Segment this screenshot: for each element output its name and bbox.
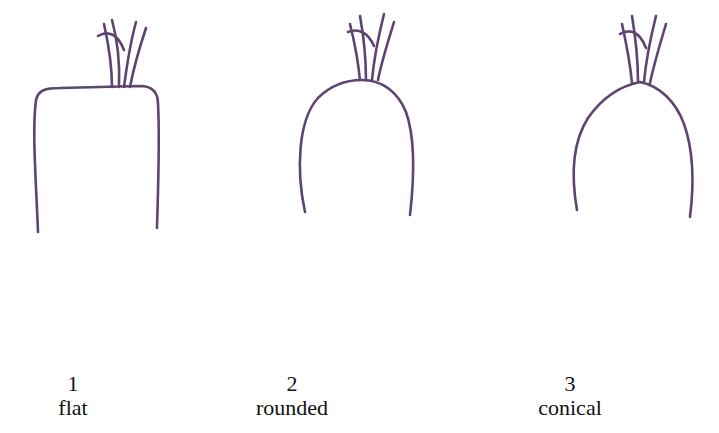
shape-name: flat <box>58 396 87 420</box>
conical-root-leaves <box>620 16 666 83</box>
conical-root-outline <box>574 82 693 217</box>
shape-name: conical <box>538 396 602 420</box>
shape-name: rounded <box>256 396 328 420</box>
rounded-root-leaves <box>348 14 394 80</box>
flat-root-outline <box>34 86 159 232</box>
callout-number: 2 <box>287 372 298 396</box>
callout-number: 1 <box>68 372 79 396</box>
flat-root-leaves <box>98 20 146 87</box>
rounded-root-outline <box>300 80 413 215</box>
callout-number: 3 <box>565 372 576 396</box>
